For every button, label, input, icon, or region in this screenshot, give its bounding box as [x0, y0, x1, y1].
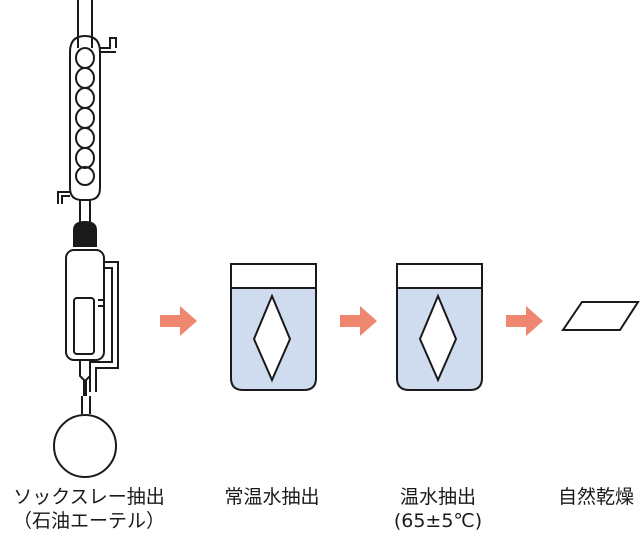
vapor-tube — [98, 299, 104, 307]
condenser-upper-arm — [100, 37, 117, 53]
arrow-2 — [340, 306, 377, 336]
step-label-line: (65±5℃) — [393, 510, 483, 532]
soxhlet-apparatus — [53, 0, 119, 478]
step-label-line: 自然乾燥 — [557, 486, 634, 508]
condenser-top-tube — [77, 0, 93, 30]
step-label-room-temp-water: 常温水抽出 — [208, 485, 336, 509]
step-label-warm-water: 温水抽出 (65±5℃) — [374, 485, 502, 533]
beaker-room-temp — [230, 263, 317, 391]
sample-diamond — [252, 293, 292, 383]
sample-diamond — [418, 293, 458, 383]
extractor-stem — [79, 360, 91, 396]
beaker-rim — [230, 263, 317, 289]
step-label-line: 常温水抽出 — [224, 486, 320, 508]
process-arrows — [160, 306, 543, 336]
step-label-line: （石油エーテル） — [12, 510, 165, 532]
beaker-warm — [396, 263, 483, 391]
arrow-1 — [160, 306, 197, 336]
condenser-lower-arm — [57, 191, 70, 204]
flask-neck — [81, 396, 91, 414]
step-label-soxhlet: ソックスレー抽出 （石油エーテル） — [0, 485, 178, 533]
beaker-rim — [396, 263, 483, 289]
step-label-line: ソックスレー抽出 — [13, 486, 165, 508]
condenser-jacket — [69, 34, 101, 201]
round-bottom-flask — [53, 414, 117, 478]
condenser-coil — [75, 22, 95, 186]
ground-joint — [73, 220, 97, 247]
step-label-line: 温水抽出 — [399, 486, 476, 508]
arrow-3 — [506, 306, 543, 336]
step-label-drying: 自然乾燥 — [548, 485, 644, 509]
dried-sample-sheet — [561, 301, 640, 331]
extraction-thimble — [73, 297, 95, 355]
